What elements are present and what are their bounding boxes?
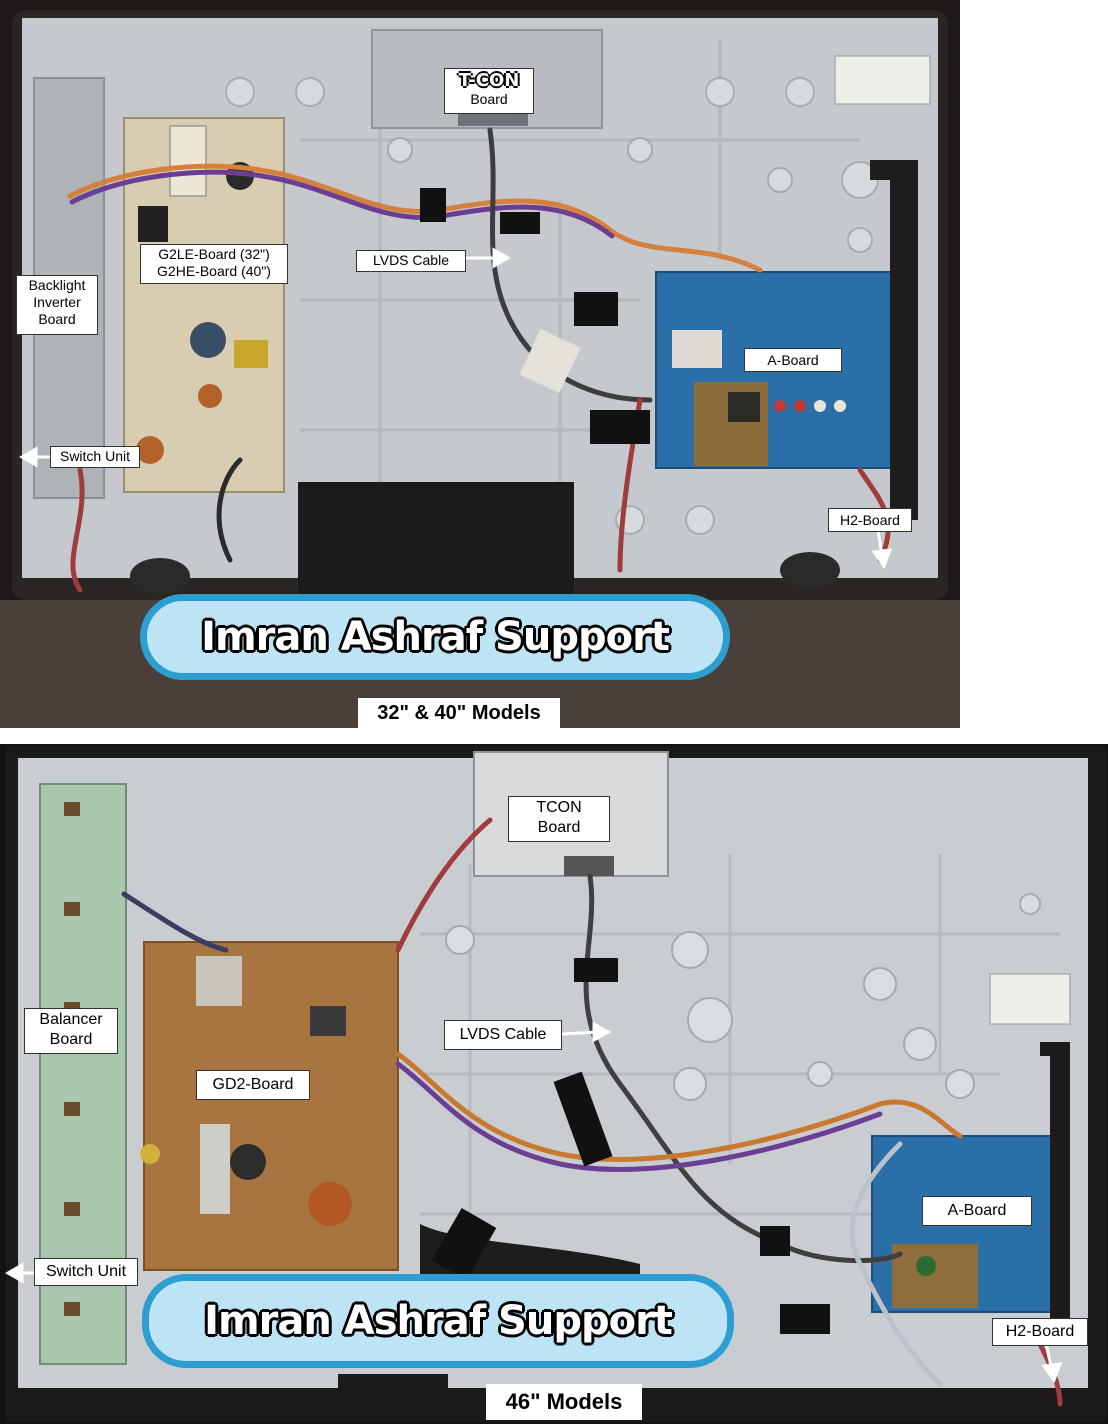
board-line: Board	[38, 311, 76, 327]
backlight-inverter-label: Backlight Inverter Board	[16, 275, 98, 335]
a-board-label: A-Board	[922, 1196, 1032, 1226]
support-banner-bottom: Imran Ashraf Support	[142, 1274, 734, 1368]
a-board-label: A-Board	[744, 348, 842, 372]
lvds-cable-label: LVDS Cable	[356, 250, 466, 272]
tcon-board-label: T-CON Board	[444, 68, 534, 114]
g2-board-label: G2LE-Board (32") G2HE-Board (40")	[140, 244, 288, 284]
switch-unit-label: Switch Unit	[50, 446, 140, 468]
balancer-line: Balancer	[39, 1011, 103, 1028]
support-banner-text: Imran Ashraf Support	[201, 614, 670, 660]
models-caption-bottom: 46" Models	[486, 1384, 642, 1420]
balancer-board-label: Balancer Board	[24, 1008, 118, 1054]
gd2-board-label: GD2-Board	[196, 1070, 310, 1100]
photo-46-models: TCON Board Balancer Board GD2-Board LVDS…	[0, 744, 1108, 1424]
tcon-board-title: T-CON	[458, 70, 520, 91]
g2le-board-line: G2LE-Board (32")	[158, 246, 270, 262]
support-banner-top: Imran Ashraf Support	[140, 594, 730, 680]
tcon-board-label: TCON Board	[508, 796, 610, 842]
stand-base	[298, 482, 574, 600]
tcon-board-subtitle: Board	[470, 91, 508, 107]
backlight-line: Backlight	[28, 277, 86, 293]
board-line: Board	[537, 819, 581, 836]
switch-unit-label: Switch Unit	[34, 1258, 138, 1286]
gd2-power-board	[143, 941, 399, 1271]
photo-32-40-models: T-CON Board G2LE-Board (32") G2HE-Board …	[0, 0, 960, 728]
h2-board-label: H2-Board	[992, 1318, 1088, 1346]
g2he-board-line: G2HE-Board (40")	[157, 263, 271, 279]
lvds-cable-label: LVDS Cable	[444, 1020, 562, 1050]
inverter-line: Inverter	[33, 294, 81, 310]
models-caption-top: 32" & 40" Models	[358, 698, 560, 728]
board-line: Board	[49, 1031, 93, 1048]
tcon-line: TCON	[536, 799, 582, 816]
h2-board-label: H2-Board	[828, 508, 912, 532]
support-banner-text: Imran Ashraf Support	[204, 1298, 673, 1344]
